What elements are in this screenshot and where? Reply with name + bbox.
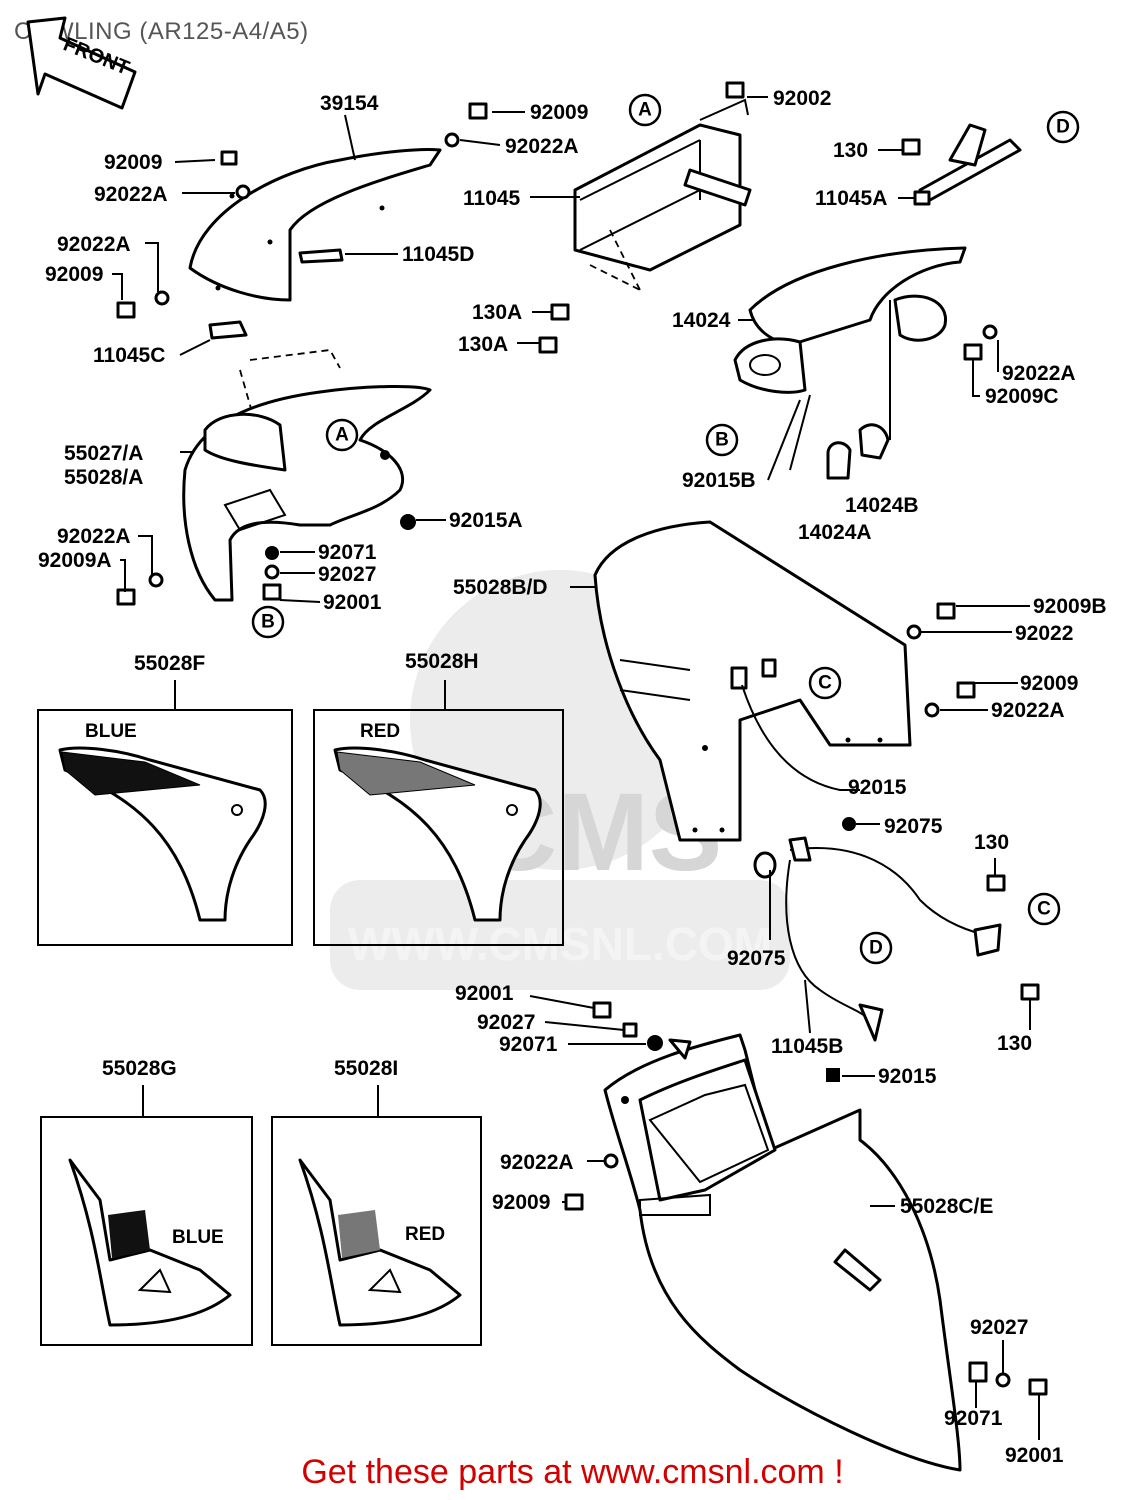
leader-lines xyxy=(112,96,1040,1440)
inner-panel-14024 xyxy=(733,246,967,480)
part-label: 92022A xyxy=(94,183,168,206)
svg-text:C: C xyxy=(1037,899,1051,920)
part-label: 55028B/D xyxy=(453,576,548,599)
windscreen-39154 xyxy=(188,147,442,441)
part-label: 92027 xyxy=(970,1316,1028,1339)
part-label: 39154 xyxy=(320,92,379,115)
callout-B-2: B xyxy=(705,423,739,457)
part-label: 92015 xyxy=(878,1065,937,1088)
callout-C-1: C xyxy=(808,666,842,700)
callout-A-2: A xyxy=(325,418,359,452)
part-label: 11045A xyxy=(815,187,887,210)
part-label: 92071 xyxy=(944,1407,1003,1430)
part-label: 92009C xyxy=(985,385,1059,408)
part-label: 14024B xyxy=(845,494,919,517)
swatch-label-red-2: RED xyxy=(405,1224,445,1245)
part-label: 92022 xyxy=(1015,622,1073,645)
front-arrow: FRONT xyxy=(26,16,137,110)
swatch-label-blue-2: BLUE xyxy=(172,1227,224,1248)
footer-link[interactable]: Get these parts at www.cmsnl.com ! xyxy=(301,1453,844,1491)
part-label: 92022A xyxy=(500,1151,574,1174)
part-label: 130 xyxy=(974,831,1009,854)
part-label: 92009 xyxy=(492,1191,550,1214)
svg-text:D: D xyxy=(869,938,883,959)
svg-text:A: A xyxy=(638,100,652,121)
part-label: 14024A xyxy=(798,521,872,544)
part-label: 92022A xyxy=(505,135,579,158)
callout-C-2: C xyxy=(1027,892,1061,926)
part-label: 11045D xyxy=(402,243,474,266)
svg-text:C: C xyxy=(818,673,832,694)
part-label: 92027 xyxy=(477,1011,535,1034)
lower-cowl-55028CE xyxy=(603,1033,962,1472)
part-label: 55028C/E xyxy=(900,1195,993,1218)
part-label: 130 xyxy=(833,139,868,162)
swatch-55028H xyxy=(313,709,564,946)
part-label: 92022A xyxy=(57,233,131,256)
part-label: 55028F xyxy=(134,652,205,675)
part-label: 92027 xyxy=(318,563,376,586)
part-label: 55028/A xyxy=(64,466,143,489)
swatch-55028F xyxy=(37,709,293,946)
part-label: 130 xyxy=(997,1032,1032,1055)
side-cowl-55028BD xyxy=(593,520,912,842)
part-label: 92022A xyxy=(57,525,131,548)
bracket-11045 xyxy=(573,98,752,291)
part-label: 92022A xyxy=(1002,362,1076,385)
part-label: 92009 xyxy=(45,263,103,286)
part-label: 55028H xyxy=(405,650,479,673)
part-label: 92071 xyxy=(318,541,377,564)
swatch-label-blue-1: BLUE xyxy=(85,721,137,742)
part-label: 92009B xyxy=(1033,595,1107,618)
part-label: 11045 xyxy=(463,187,521,210)
svg-text:B: B xyxy=(715,430,729,451)
part-label: 11045C xyxy=(93,344,165,367)
part-label: 14024 xyxy=(672,309,731,332)
part-label: 92002 xyxy=(773,87,831,110)
part-label: 92001 xyxy=(455,982,514,1005)
fasteners xyxy=(116,81,1048,1396)
part-label: 92001 xyxy=(1005,1444,1064,1467)
callout-B-1: B xyxy=(251,605,285,639)
part-labels: 39154 92009 92022A 92009 92022A 92022A 9… xyxy=(38,87,1107,1467)
part-label: 92075 xyxy=(727,947,786,970)
part-label: 92015 xyxy=(848,776,907,799)
part-label: 92009 xyxy=(104,151,162,174)
part-label: 92001 xyxy=(323,591,382,614)
svg-text:A: A xyxy=(335,425,349,446)
upper-cowl-55027 xyxy=(182,384,432,602)
part-label: 55027/A xyxy=(64,442,143,465)
svg-text:B: B xyxy=(261,612,275,633)
part-label: 130A xyxy=(472,301,522,324)
part-label: 92015B xyxy=(682,469,756,492)
part-label: 92009A xyxy=(38,549,112,572)
part-label: 92009 xyxy=(530,101,588,124)
part-label: 92075 xyxy=(884,815,943,838)
callout-A-1: A xyxy=(628,93,662,127)
part-label: 92071 xyxy=(499,1033,558,1056)
callout-D-2: D xyxy=(859,931,893,965)
part-label: 92015A xyxy=(449,509,523,532)
part-label: 92009 xyxy=(1020,672,1078,695)
callout-D-1: D xyxy=(1046,110,1080,144)
part-label: 55028I xyxy=(334,1057,398,1080)
swatch-55028I xyxy=(271,1116,482,1346)
bracket-11045A xyxy=(918,123,1022,202)
swatch-label-red-1: RED xyxy=(360,721,400,742)
swatch-55028G xyxy=(40,1116,253,1346)
svg-text:D: D xyxy=(1056,117,1070,138)
part-label: 130A xyxy=(458,333,508,356)
part-label: 92022A xyxy=(991,699,1065,722)
part-label: 55028G xyxy=(102,1057,177,1080)
part-label: 11045B xyxy=(771,1035,843,1058)
